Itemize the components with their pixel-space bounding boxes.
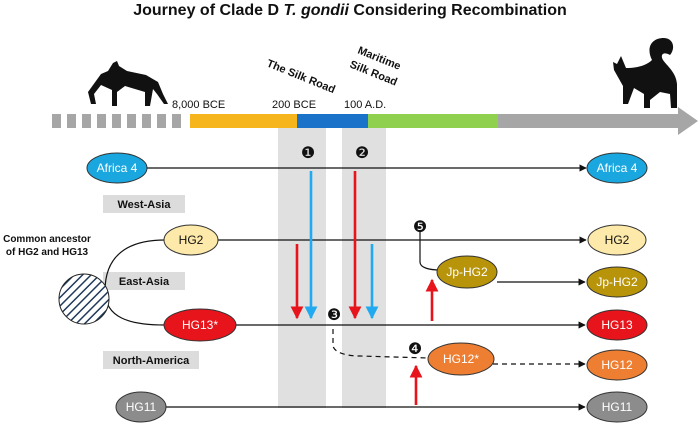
wildcat-silhouette-icon xyxy=(88,61,168,106)
region-box-east-asia xyxy=(103,272,185,290)
time-label-100ad: 100 A.D. xyxy=(344,99,386,111)
node-hg11-right-label: HG11 xyxy=(602,400,633,414)
ancestor-to-hg2-line xyxy=(104,239,166,292)
node-hg2-left xyxy=(163,224,219,256)
ancestor-to-hg13-line xyxy=(104,290,166,326)
timeline-segment-maritime-era xyxy=(368,114,498,128)
node-hg12-mid-label: HG12* xyxy=(443,352,479,366)
hg2-to-jp-hg2-line xyxy=(419,232,441,271)
node-hg13-right-label: HG13 xyxy=(601,318,633,332)
region-label-east-asia: East-Asia xyxy=(119,276,170,288)
node-hg13-right xyxy=(586,309,648,341)
node-africa4-left xyxy=(86,152,148,184)
node-hg2-left-label: HG2 xyxy=(179,233,204,247)
event-marker-1: ❶ xyxy=(301,145,315,162)
ancestor-label-line2: of HG2 and HG13 xyxy=(6,247,89,258)
node-hg13-left-label: HG13* xyxy=(182,318,218,332)
timeline-segment-silk-road-era xyxy=(297,114,368,128)
region-label-north-america: North-America xyxy=(113,355,190,367)
node-jp-hg2-right xyxy=(586,266,648,298)
node-africa4-right xyxy=(586,152,648,184)
domestic-cat-silhouette-icon xyxy=(613,38,677,108)
title-prefix: Journey of Clade D xyxy=(133,2,284,19)
node-hg12-mid xyxy=(427,342,495,376)
node-jp-hg2-mid-label: Jp-HG2 xyxy=(446,265,488,279)
timeline-segment-pre-silk-road xyxy=(190,114,297,128)
node-jp-hg2-right-label: Jp-HG2 xyxy=(596,275,638,289)
timeline-arrowhead xyxy=(678,107,698,135)
node-hg2-right-label: HG2 xyxy=(605,233,630,247)
node-hg2-right xyxy=(587,224,647,256)
node-hg11-right xyxy=(586,391,648,423)
title-species: T. gondii xyxy=(283,2,349,19)
node-hg12-right xyxy=(586,349,648,381)
region-label-west-asia: West-Asia xyxy=(118,199,172,211)
node-africa4-left-label: Africa 4 xyxy=(97,161,138,175)
diagram-title: Journey of Clade D T. gondii Considering… xyxy=(0,2,700,20)
maritime-silk-road-band xyxy=(342,127,386,408)
hg13-to-hg12-dashed-line xyxy=(332,329,429,359)
timeline-dashes xyxy=(52,114,181,128)
node-hg12-right-label: HG12 xyxy=(601,358,633,372)
silk-road-band xyxy=(278,127,326,408)
event-marker-3: ❸ xyxy=(327,307,341,324)
node-jp-hg2-mid xyxy=(436,255,498,289)
lineage-nodes: Africa 4 Africa 4 HG2 HG2 HG13* HG13 Jp-… xyxy=(86,152,648,423)
time-label-200bce: 200 BCE xyxy=(272,99,316,111)
region-box-north-america xyxy=(103,351,199,369)
node-hg11-left-label: HG11 xyxy=(126,400,157,414)
ancestor-label-line1: Common ancestor xyxy=(3,234,91,245)
node-hg13-left xyxy=(163,308,237,342)
migration-arrows xyxy=(290,171,439,405)
event-marker-2: ❷ xyxy=(355,145,369,162)
event-marker-4: ❹ xyxy=(408,341,422,358)
region-box-west-asia xyxy=(103,195,185,213)
common-ancestor-node xyxy=(58,273,110,325)
silk-road-label: The Silk Road xyxy=(265,58,337,96)
node-africa4-right-label: Africa 4 xyxy=(597,161,638,175)
node-hg11-left xyxy=(115,391,167,423)
timeline-segment-modern xyxy=(498,114,678,128)
time-label-8000bce: 8,000 BCE xyxy=(172,99,225,111)
event-marker-5: ❺ xyxy=(413,219,427,236)
title-suffix: Considering Recombination xyxy=(348,2,567,19)
